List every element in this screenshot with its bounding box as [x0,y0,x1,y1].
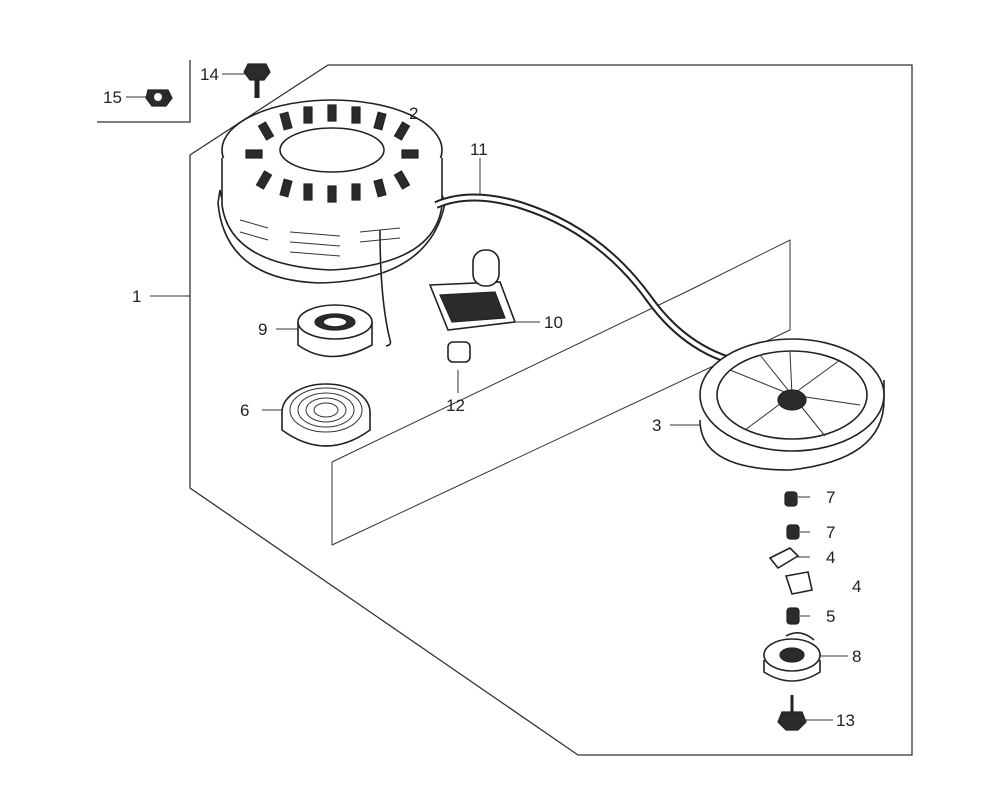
flange-bolt [243,63,271,98]
spring-guide [297,304,373,358]
callout-8: 8 [852,647,861,666]
callout-2: 2 [409,104,418,123]
callout-4a: 4 [826,548,835,567]
friction-plate [763,632,821,682]
callout-13: 13 [836,711,855,730]
assembly-outline [189,64,913,756]
friction-spring [786,607,800,625]
callout-9: 9 [258,320,267,339]
starter-grip [428,249,517,331]
callout-6: 6 [240,401,249,420]
callout-12: 12 [446,396,465,415]
flange-nut [145,89,173,107]
starter-reel [699,338,885,471]
hardware-inset-frame [97,60,191,123]
recoil-spring [281,383,371,447]
ratchet-lower [784,571,813,595]
callout-4b: 4 [852,577,861,596]
set-screw [777,695,807,731]
callout-7a: 7 [826,488,835,507]
callout-10: 10 [544,313,563,332]
callout-5: 5 [826,607,835,626]
starter-case [217,99,446,347]
callout-15: 15 [103,88,122,107]
callout-3: 3 [652,416,661,435]
ratchet-spring-lower [786,524,800,540]
ratchet-spring-upper [784,491,798,507]
leader-lines [126,73,848,721]
grip-insert [447,341,471,363]
ratchet-upper [768,547,800,570]
callout-7b: 7 [826,523,835,542]
callout-11: 11 [470,140,488,159]
callout-1: 1 [132,287,141,306]
callout-14: 14 [200,65,219,84]
